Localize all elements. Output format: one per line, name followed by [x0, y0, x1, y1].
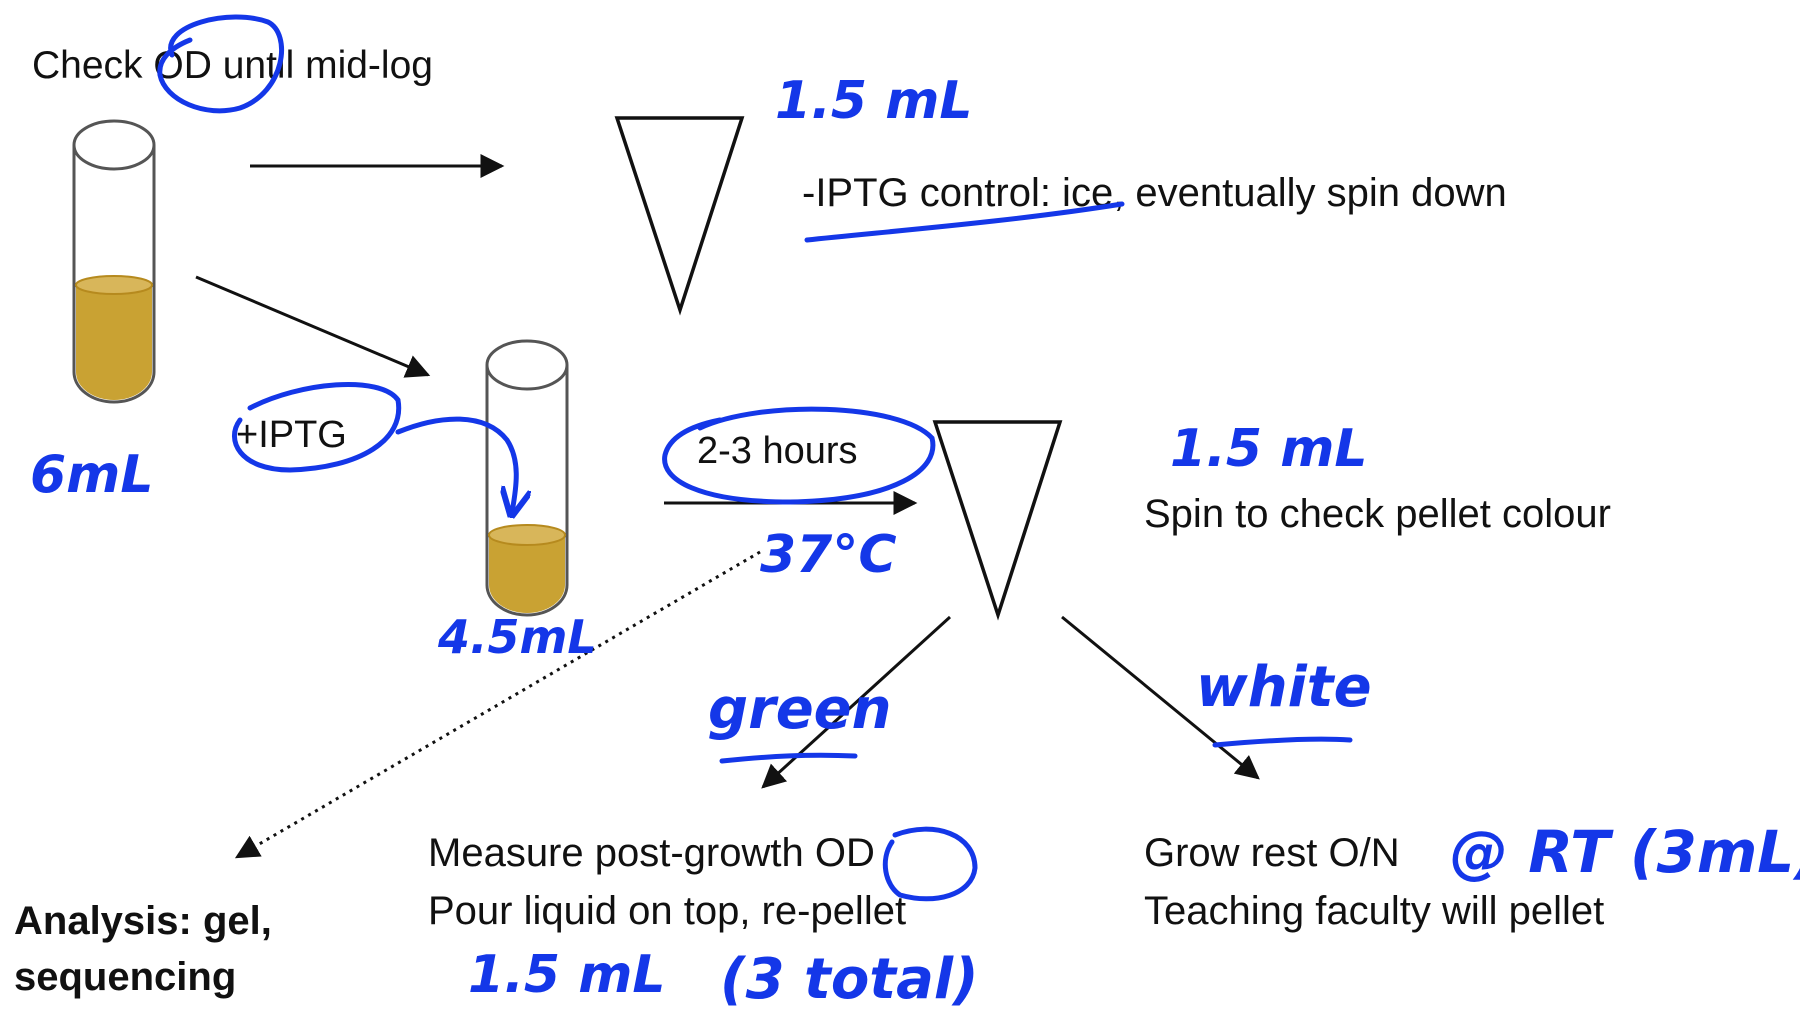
pen-annotations — [157, 14, 1353, 902]
temp-note: 37°C — [760, 525, 897, 585]
total-note: (3 total) — [720, 947, 979, 1012]
microfuge-tube-icon — [932, 420, 1063, 621]
arrow-analysis — [234, 550, 761, 859]
arrow-to-iptg-tube — [195, 275, 431, 378]
analysis-label: Analysis: gel, — [14, 899, 272, 943]
vol-top-note: 1.5 mL — [775, 71, 973, 131]
induced-tube-icon — [485, 339, 569, 617]
vol-mid-note: 1.5 mL — [1170, 419, 1368, 479]
hours-label: 2-3 hours — [697, 430, 858, 472]
sequencing-label: sequencing — [14, 955, 236, 999]
faculty-pellet-label: Teaching faculty will pellet — [1144, 889, 1604, 933]
green-note: green — [708, 677, 892, 742]
spin-check-label: Spin to check pellet colour — [1144, 492, 1611, 536]
grow-rest-label: Grow rest O/N — [1144, 831, 1400, 875]
white-note: white — [1196, 655, 1372, 720]
measure-od-label: Measure post-growth OD — [428, 831, 875, 875]
check-od-label: Check OD until mid-log — [32, 44, 433, 87]
vol-bottom-note: 1.5 mL — [468, 945, 666, 1005]
re-pellet-label: Pour liquid on top, re-pellet — [428, 889, 906, 933]
vol-tube1-note: 6mL — [30, 445, 154, 505]
arrow-white-branch — [1061, 615, 1260, 780]
rt-note: @ RT (3mL) — [1450, 818, 1800, 886]
microfuge-tube-icon — [614, 116, 745, 316]
arrow-green-branch — [761, 615, 952, 789]
plus-iptg-label: +IPTG — [236, 414, 347, 456]
iptg-control-label: -IPTG control: ice, eventually spin down — [802, 171, 1507, 215]
culture-tube-icon — [72, 119, 156, 404]
vol-tube2-note: 4.5mL — [437, 610, 597, 664]
